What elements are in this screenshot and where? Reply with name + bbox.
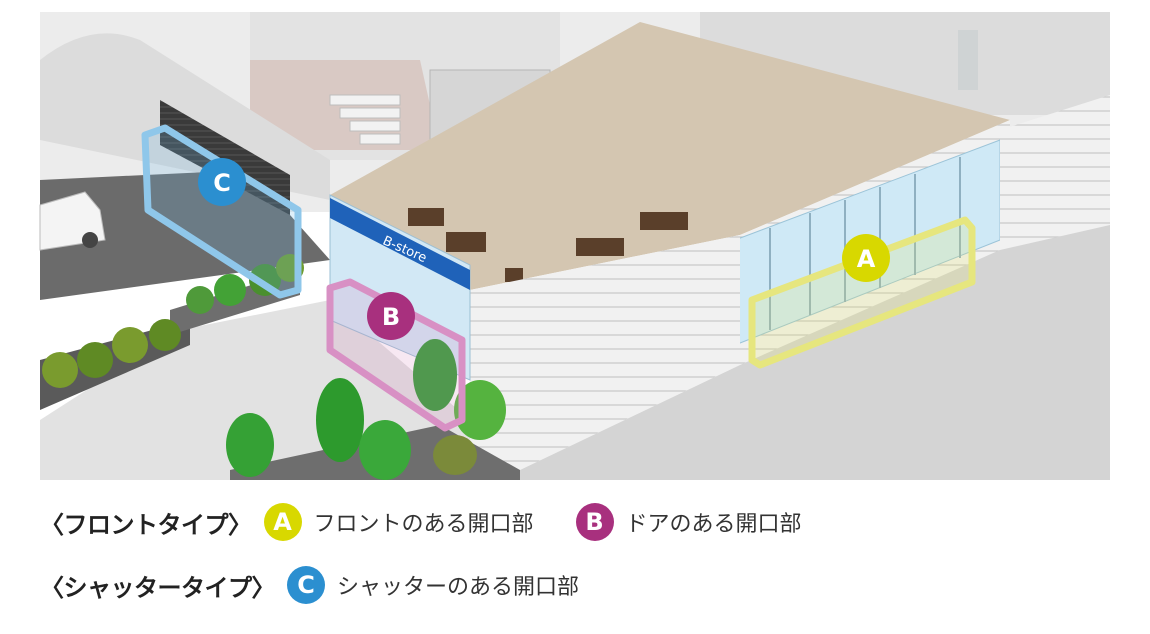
- legend-label-b: ドアのある開口部: [625, 512, 802, 537]
- marker-b: B: [367, 292, 415, 340]
- highlight-c-outline: [141, 124, 302, 299]
- legend-shutter-row: 〈シャッタータイプ〉 C シャッターのある開口部: [40, 563, 621, 607]
- marker-a-label: A: [857, 245, 876, 273]
- store-left-glass: [329, 194, 471, 381]
- badge-b: B: [575, 503, 614, 541]
- marker-c-label: C: [213, 169, 231, 197]
- marker-a: A: [842, 234, 890, 282]
- legend-front-category: 〈フロントタイプ〉: [40, 510, 252, 539]
- marker-b-label: B: [382, 303, 400, 331]
- stairs: [329, 94, 401, 145]
- store-sign-band: [330, 198, 470, 290]
- store-front-wall: [470, 235, 740, 470]
- legend-item-b: B ドアのある開口部: [575, 503, 802, 541]
- legend-item-c: C シャッターのある開口部: [287, 566, 579, 604]
- building-illustration: B-store C B A: [39, 12, 1110, 480]
- legend-item-a: A フロントのある開口部: [263, 503, 534, 541]
- legend-front-row: 〈フロントタイプ〉 A フロントのある開口部 B ドアのある開口部: [40, 500, 844, 544]
- glass-mullions: [769, 157, 961, 330]
- legend-shutter-category: 〈シャッタータイプ〉: [40, 573, 276, 602]
- car: [39, 191, 106, 251]
- legend-label-a: フロントのある開口部: [313, 512, 534, 537]
- marker-c: C: [198, 158, 246, 206]
- upper-door: [958, 30, 978, 90]
- highlight-b-outline: [326, 278, 466, 432]
- badge-c: C: [287, 566, 325, 604]
- trees: [42, 254, 506, 480]
- highlight-a-outline: [748, 216, 976, 369]
- right-building: [1000, 95, 1110, 255]
- badge-a: A: [263, 503, 302, 541]
- legend-label-c: シャッターのある開口部: [337, 575, 580, 600]
- roof-benches: [408, 208, 688, 282]
- store-roof: [330, 22, 1010, 290]
